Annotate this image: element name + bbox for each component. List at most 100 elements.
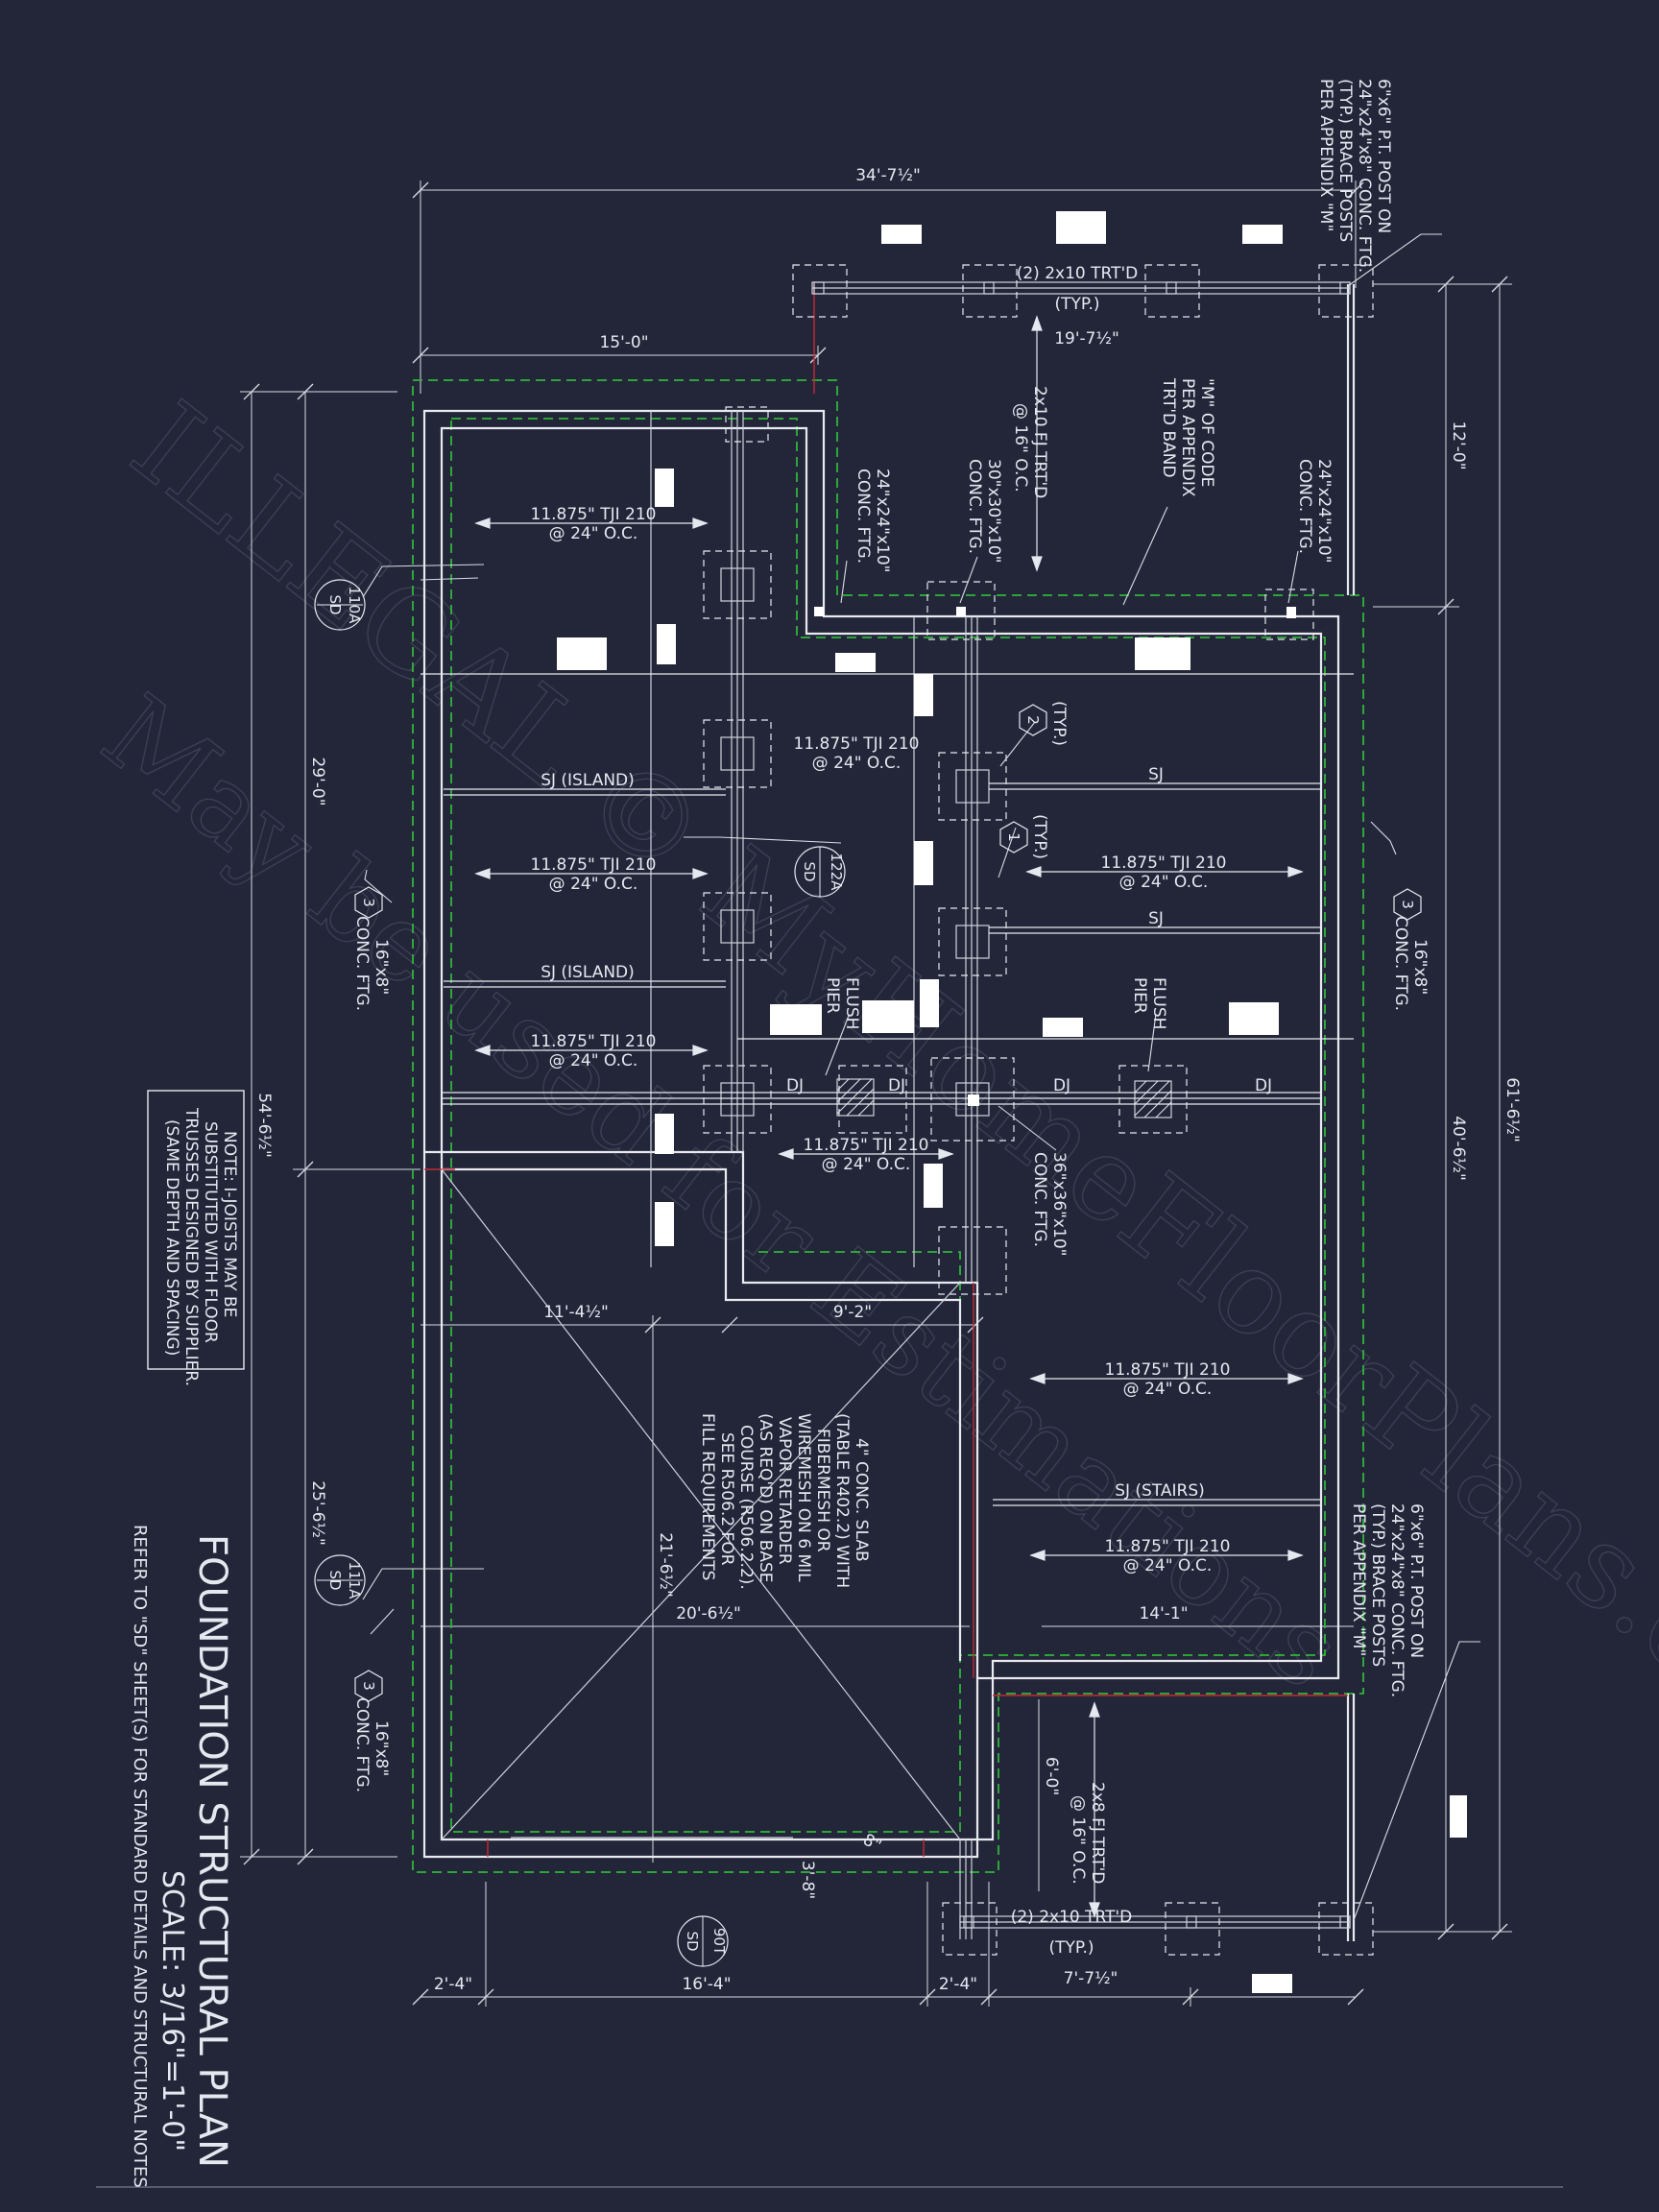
tji-label-1: 11.875" TJI 210: [531, 505, 657, 524]
hex-tag-3-right[interactable]: 3: [1393, 888, 1422, 921]
sj-2: SJ: [1148, 909, 1164, 928]
slab-diagonals: [441, 1168, 961, 1840]
svg-text:"M" OF CODE: "M" OF CODE: [1197, 378, 1216, 487]
flush-piers: [836, 1065, 1188, 1134]
dim-left-upper: 29'-0": [308, 757, 327, 805]
page-title: FOUNDATION STRUCTURAL PLAN: [190, 1534, 234, 2168]
dim-bot-4: 7'-7½": [1064, 1969, 1118, 1988]
svg-text:36"x36"x10": 36"x36"x10": [1049, 1152, 1069, 1256]
dim-garage-w1: 11'-4½": [543, 1303, 609, 1322]
footing-24a-label: 24"x24"x10" CONC. FTG.: [854, 469, 892, 572]
svg-text:FILL REQUIREMENTS: FILL REQUIREMENTS: [698, 1413, 717, 1580]
section-callout-111a[interactable]: 111A SD: [314, 1554, 366, 1606]
svg-text:FLUSH: FLUSH: [842, 977, 861, 1029]
hex-tag-2[interactable]: 2: [1019, 704, 1047, 736]
svg-text:24"x24"x10": 24"x24"x10": [873, 469, 892, 572]
sj-island-1: SJ (ISLAND): [541, 771, 635, 790]
section-callout-90t[interactable]: 90T SD: [677, 1915, 729, 1967]
svg-text:2x10 FJ TRT'D: 2x10 FJ TRT'D: [1030, 386, 1049, 498]
svg-text:NOTE: I-JOISTS MAY BE: NOTE: I-JOISTS MAY BE: [220, 1131, 239, 1317]
flush-pier-label-1: FLUSH PIER: [823, 977, 861, 1029]
section-callout-122a[interactable]: 122A SD: [794, 846, 846, 898]
svg-text:TRT'D BAND: TRT'D BAND: [1159, 377, 1178, 478]
svg-text:CONC. FTG.: CONC. FTG.: [1030, 1152, 1049, 1247]
section-callout-110a[interactable]: 110A SD: [314, 579, 366, 631]
beam-label-bottom: (2) 2x10 TRT'D: [1011, 1908, 1133, 1927]
tji-label-2: 11.875" TJI 210: [531, 855, 657, 875]
hex-tag-2-label: 2: [1024, 715, 1042, 725]
sj-island-2: SJ (ISLAND): [541, 963, 635, 982]
floor-joist-bottom-label: 2x8 FJ TRT'D @ 16" O.C.: [1069, 1782, 1107, 1885]
span-arrows: [474, 315, 1304, 1918]
svg-text:(AS REQ'D) ON BASE: (AS REQ'D) ON BASE: [756, 1413, 775, 1583]
tji-label-3: 11.875" TJI 210: [531, 1032, 657, 1051]
svg-text:PER APPENDIX "M": PER APPENDIX "M": [1349, 1503, 1368, 1656]
svg-text:30"x30"x10": 30"x30"x10": [984, 459, 1003, 563]
slab-note: 4" CONC. SLAB (TABLE R402.2) WITH FIBERM…: [698, 1413, 871, 1590]
svg-text:FIBERMESH OR: FIBERMESH OR: [813, 1429, 832, 1552]
dim-porch-depth: 19'-7½": [1054, 329, 1119, 349]
floor-joist-top-label: 2x10 FJ TRT'D @ 16" O.C.: [1011, 386, 1049, 498]
scale-label: SCALE: 3/16"=1'-0": [156, 1870, 189, 2152]
svg-text:(TABLE R402.2) WITH: (TABLE R402.2) WITH: [832, 1413, 852, 1588]
dim-rear-width: 14'-1": [1139, 1604, 1188, 1623]
foundation-walls: [422, 284, 1356, 1941]
svg-text:CONC. FTG.: CONC. FTG.: [352, 1697, 372, 1792]
dim-bot-3: 2'-4": [939, 1975, 977, 1994]
dj-3: DJ: [1053, 1076, 1070, 1095]
dim-top-overall: 34'-7½": [855, 166, 921, 185]
callout-110a-bottom: SD: [326, 594, 344, 614]
callout-90t-bottom: SD: [684, 1931, 701, 1951]
callout-122a-top: 122A: [828, 854, 845, 892]
band-label: TRT'D BAND PER APPENDIX "M" OF CODE: [1159, 377, 1216, 497]
typ-label-1: (TYP.): [1049, 701, 1069, 746]
dim-step-2: 8": [859, 1830, 884, 1855]
svg-text:24"x24"x10": 24"x24"x10": [1314, 459, 1334, 563]
tji-oc-1: @ 24" O.C.: [549, 524, 638, 543]
dimension-lines: [240, 180, 1512, 2007]
svg-text:PER APPENDIX "M": PER APPENDIX "M": [1316, 79, 1335, 231]
svg-text:2x8 FJ TRT'D: 2x8 FJ TRT'D: [1088, 1782, 1107, 1884]
plan-labels: 6"x6" P.T. POST ON 24"x24"x8" CONC. FTG.…: [352, 79, 1430, 1958]
porch-footings: [792, 264, 1374, 1956]
leader-lines: [362, 233, 1480, 1921]
svg-text:6"x6" P.T. POST ON: 6"x6" P.T. POST ON: [1374, 79, 1393, 233]
svg-text:CONC. FTG.: CONC. FTG.: [352, 916, 372, 1011]
refer-note: REFER TO "SD" SHEET(S) FOR STANDARD DETA…: [130, 1525, 150, 2188]
hex-tag-3-label-a: 3: [360, 898, 377, 907]
hex-tag-3-left-lower[interactable]: 3: [354, 1670, 383, 1702]
dim-right-lower: 40'-6½": [1449, 1116, 1468, 1181]
tji-oc-2: @ 24" O.C.: [549, 875, 638, 894]
svg-text:SEE R506.2 FOR: SEE R506.2 FOR: [717, 1432, 736, 1566]
beam-label-top: (2) 2x10 TRT'D: [1017, 264, 1139, 283]
tji-label-7: 11.875" TJI 210: [1105, 1360, 1231, 1380]
svg-text:PIER: PIER: [1130, 977, 1149, 1014]
dim-left-overall: 54'-6½": [254, 1093, 274, 1158]
dj-4: DJ: [1255, 1076, 1272, 1095]
title-block: FOUNDATION STRUCTURAL PLAN SCALE: 3/16"=…: [130, 1525, 234, 2188]
dim-garage-w2: 9'-2": [833, 1303, 872, 1322]
typ-label-2: (TYP.): [1030, 814, 1049, 859]
hex-tag-1[interactable]: 1: [999, 821, 1028, 854]
dj-1: DJ: [786, 1076, 804, 1095]
hex-tag-3-left-upper[interactable]: 3: [354, 886, 383, 919]
svg-text:CONC. FTG.: CONC. FTG.: [1391, 916, 1410, 1011]
svg-text:24"x24"x8" CONC. FTG.: 24"x24"x8" CONC. FTG.: [1355, 79, 1374, 273]
svg-text:4" CONC. SLAB: 4" CONC. SLAB: [852, 1438, 871, 1562]
svg-text:@ 16" O.C.: @ 16" O.C.: [1069, 1795, 1088, 1885]
footing-36-label: 36"x36"x10" CONC. FTG.: [1030, 1152, 1069, 1256]
tji-label-8: 11.875" TJI 210: [1105, 1537, 1231, 1556]
sj-stairs: SJ (STAIRS): [1115, 1481, 1205, 1501]
red-marks: [424, 284, 1348, 1857]
hex-tag-3-label-b: 3: [1399, 900, 1416, 909]
pier-footings: [703, 406, 1314, 1295]
tji-label-4: 11.875" TJI 210: [794, 734, 920, 754]
svg-text:VAPOR RETARDER: VAPOR RETARDER: [775, 1417, 794, 1565]
footing-24b-label: 24"x24"x10" CONC. FTG.: [1295, 459, 1334, 563]
tji-oc-8: @ 24" O.C.: [1123, 1556, 1213, 1575]
svg-text:6"x6" P.T. POST ON: 6"x6" P.T. POST ON: [1407, 1503, 1426, 1658]
post-note-top: 6"x6" P.T. POST ON 24"x24"x8" CONC. FTG.…: [1316, 79, 1393, 273]
flush-pier-label-2: FLUSH PIER: [1130, 977, 1168, 1029]
dim-garage-depth: 21'-6½": [656, 1532, 675, 1598]
